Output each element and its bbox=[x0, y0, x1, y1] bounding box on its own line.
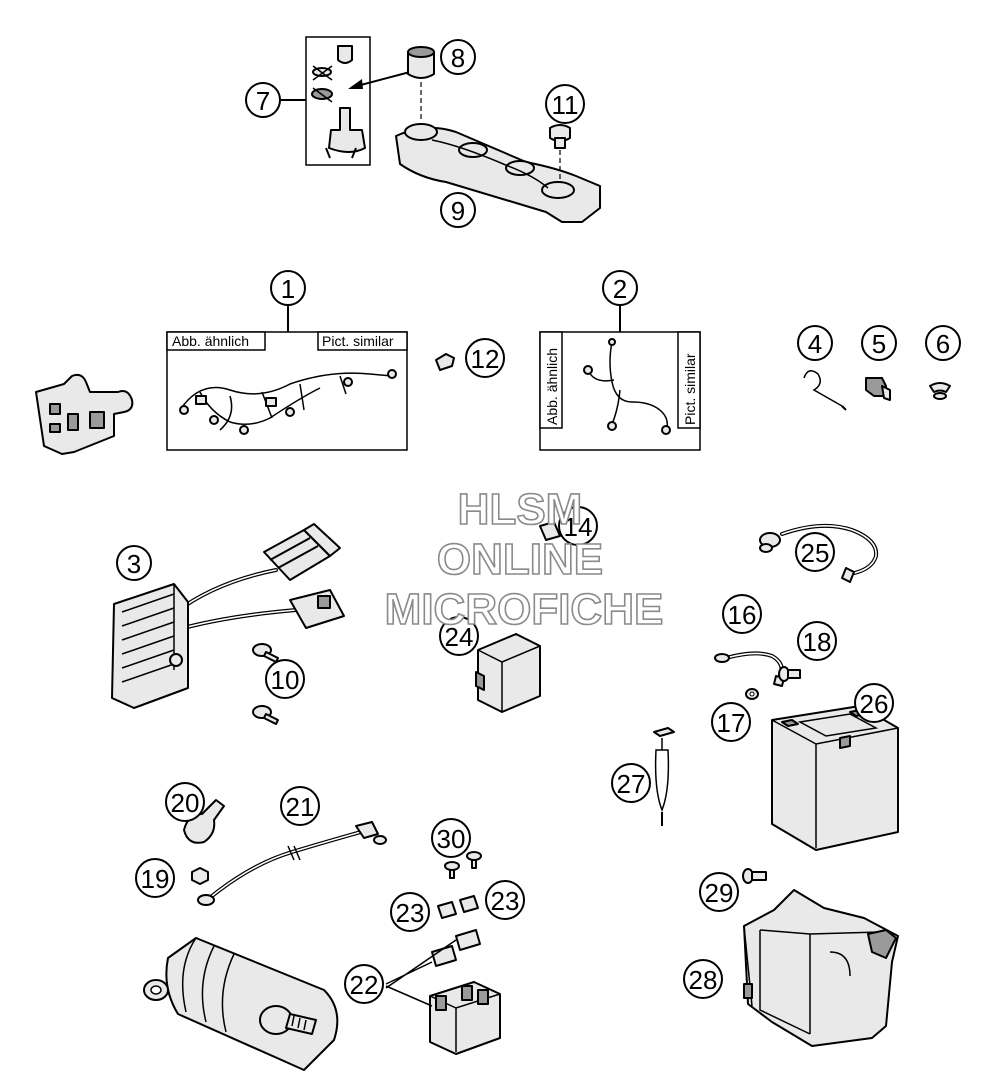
svg-text:1: 1 bbox=[281, 274, 295, 304]
callout-12: 12 bbox=[465, 338, 505, 378]
part-10-screw-lower bbox=[252, 705, 279, 725]
svg-text:10: 10 bbox=[271, 665, 300, 695]
callout-26: 26 bbox=[854, 683, 894, 723]
callout-20: 20 bbox=[165, 782, 205, 822]
svg-text:5: 5 bbox=[872, 329, 886, 359]
svg-text:14: 14 bbox=[564, 512, 593, 542]
svg-text:21: 21 bbox=[286, 792, 315, 822]
callout-16: 16 bbox=[722, 594, 762, 634]
part-22-starter-relay bbox=[429, 929, 501, 1055]
callout-10: 10 bbox=[265, 659, 305, 699]
part-23-fuse-left bbox=[437, 901, 457, 919]
part-5-clip bbox=[865, 377, 891, 401]
svg-text:27: 27 bbox=[617, 769, 646, 799]
part-18-screw bbox=[778, 666, 801, 682]
part-27-battery-strap bbox=[653, 727, 675, 826]
part-25-ground-cable bbox=[759, 523, 879, 583]
callout-21: 21 bbox=[280, 786, 320, 826]
part-2-sub-harness-box bbox=[539, 331, 701, 451]
callout-19: 19 bbox=[135, 858, 175, 898]
svg-text:22: 22 bbox=[350, 970, 379, 1000]
svg-text:12: 12 bbox=[471, 344, 500, 374]
svg-text:6: 6 bbox=[936, 329, 950, 359]
callout-14: 14 bbox=[558, 506, 598, 546]
part-14-small-relay bbox=[539, 521, 561, 541]
watermark-line-1: HLSM bbox=[458, 485, 583, 534]
callout-5: 5 bbox=[861, 325, 897, 361]
svg-text:24: 24 bbox=[445, 622, 474, 652]
svg-text:18: 18 bbox=[803, 627, 832, 657]
callout-23-right: 23 bbox=[485, 880, 525, 920]
arrowhead-7 bbox=[348, 79, 363, 89]
watermark-line-3: MICROFICHE bbox=[385, 585, 664, 634]
part-7-ignition-lock-detail bbox=[305, 36, 371, 166]
callout-7: 7 bbox=[245, 82, 281, 118]
part-17-washer bbox=[745, 688, 759, 700]
svg-text:28: 28 bbox=[689, 965, 718, 995]
part-28-battery-holder bbox=[743, 889, 899, 1047]
part-23-fuse-right bbox=[459, 895, 479, 913]
svg-text:23: 23 bbox=[491, 886, 520, 916]
svg-text:19: 19 bbox=[141, 864, 170, 894]
watermark-line-2: ONLINE bbox=[437, 535, 603, 584]
callout-29: 29 bbox=[699, 872, 739, 912]
part-8-cover-cap bbox=[407, 46, 435, 79]
box1-label-german: Abb. ähnlich bbox=[172, 333, 249, 349]
part-9-upper-triple-clamp bbox=[395, 123, 601, 223]
callout-3: 3 bbox=[116, 545, 152, 581]
part-26-battery bbox=[771, 705, 899, 851]
callout-17: 17 bbox=[711, 702, 751, 742]
callout-24: 24 bbox=[439, 616, 479, 656]
svg-text:11: 11 bbox=[552, 90, 579, 120]
callout-18: 18 bbox=[797, 621, 837, 661]
part-29-screw bbox=[742, 868, 767, 884]
callout-30: 30 bbox=[431, 818, 471, 858]
starter-motor bbox=[143, 937, 339, 1071]
svg-text:16: 16 bbox=[728, 600, 757, 630]
part-24-control-unit bbox=[475, 633, 541, 713]
callout-27: 27 bbox=[611, 763, 651, 803]
part-11-plug bbox=[549, 124, 571, 149]
svg-text:4: 4 bbox=[808, 329, 822, 359]
svg-text:3: 3 bbox=[127, 549, 141, 579]
svg-text:20: 20 bbox=[171, 788, 200, 818]
harness-mounting-bracket bbox=[35, 373, 134, 455]
svg-text:25: 25 bbox=[801, 538, 830, 568]
callout-6: 6 bbox=[925, 325, 961, 361]
part-30-screws bbox=[444, 851, 482, 879]
part-10-screw-upper bbox=[252, 643, 279, 663]
leader-22 bbox=[385, 939, 457, 1007]
svg-text:2: 2 bbox=[613, 274, 627, 304]
svg-text:17: 17 bbox=[717, 708, 746, 738]
svg-text:30: 30 bbox=[437, 824, 466, 854]
svg-text:23: 23 bbox=[396, 898, 425, 928]
box2-label-english: Pict. similar bbox=[682, 353, 698, 425]
svg-text:9: 9 bbox=[451, 196, 465, 226]
callout-1: 1 bbox=[270, 270, 306, 306]
svg-text:26: 26 bbox=[860, 689, 889, 719]
part-21-starter-cable bbox=[197, 821, 387, 906]
callout-28: 28 bbox=[683, 959, 723, 999]
box1-label-english: Pict. similar bbox=[322, 333, 394, 349]
box2-label-german: Abb. ähnlich bbox=[544, 348, 560, 425]
callout-2: 2 bbox=[602, 270, 638, 306]
callout-22: 22 bbox=[344, 964, 384, 1004]
part-3-voltage-regulator bbox=[111, 523, 345, 709]
callout-8: 8 bbox=[440, 39, 476, 75]
part-16-battery-cable bbox=[714, 651, 785, 687]
svg-text:29: 29 bbox=[705, 878, 734, 908]
callout-9: 9 bbox=[440, 192, 476, 228]
part-4-cable-tie bbox=[803, 370, 847, 411]
callout-4: 4 bbox=[797, 325, 833, 361]
svg-text:8: 8 bbox=[451, 43, 465, 73]
callout-25: 25 bbox=[795, 532, 835, 572]
callout-23-left: 23 bbox=[390, 892, 430, 932]
svg-text:7: 7 bbox=[256, 86, 270, 116]
callout-11: 11 bbox=[545, 84, 585, 124]
part-12-bulb bbox=[435, 353, 455, 371]
part-1-wiring-harness-box bbox=[166, 331, 408, 451]
part-19-nut bbox=[191, 867, 209, 885]
part-6-clip bbox=[929, 382, 951, 400]
